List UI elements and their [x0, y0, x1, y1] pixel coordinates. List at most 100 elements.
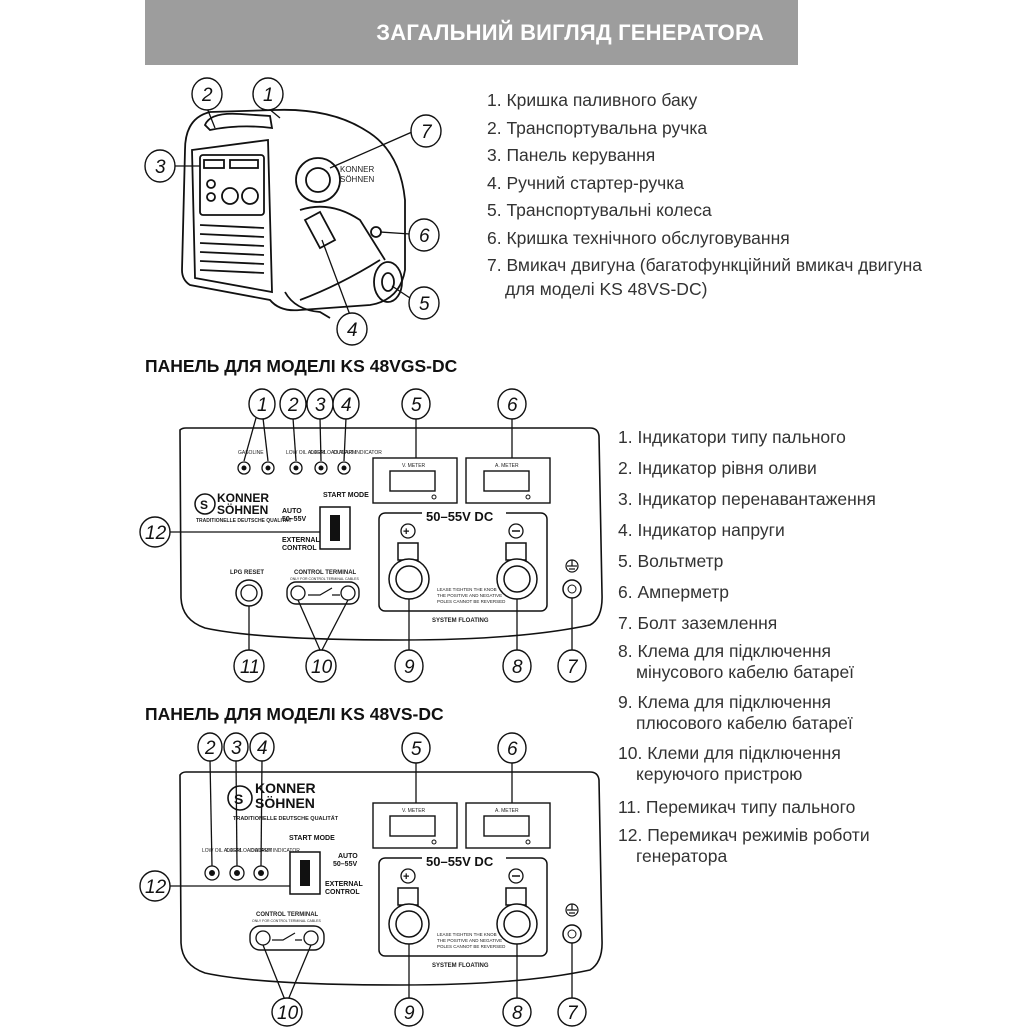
auto-label: AUTO	[338, 853, 358, 860]
dc-label: 50–55V DC	[426, 854, 494, 869]
svg-text:2: 2	[204, 738, 216, 759]
svg-text:2: 2	[201, 85, 213, 106]
panel-legend-list: 1. Індикатори типу пального 2. Індикатор…	[618, 422, 876, 874]
auto-v-label: 50–55V	[333, 861, 357, 868]
start-mode-label: START MODE	[323, 492, 369, 499]
list-item: 1. Індикатори типу пального	[618, 427, 846, 447]
generator-drawing: KONNER SÖHNEN	[181, 108, 406, 319]
control-terminal-sub: ONLY FOR CONTROL TERMINAL CABLES	[252, 919, 321, 923]
ground-icon	[565, 903, 579, 917]
control-terminal-label: CONTROL TERMINAL	[294, 570, 357, 576]
svg-text:6: 6	[507, 739, 518, 760]
banner-title: ЗАГАЛЬНИЙ ВИГЛЯД ГЕНЕРАТОРА	[376, 19, 764, 45]
brand-logo-icon	[227, 785, 253, 811]
ground-bolt[interactable]	[562, 924, 582, 944]
ammeter	[465, 457, 551, 504]
brand-mark: S	[200, 498, 208, 512]
auto-label: AUTO	[282, 508, 302, 515]
external-label: EXTERNAL	[325, 881, 363, 888]
switch-icon	[330, 515, 340, 541]
svg-text:5: 5	[411, 395, 422, 416]
switch-icon	[300, 860, 310, 886]
list-item-text: 10. Клеми для підключення	[618, 743, 841, 763]
plus-sign: +	[403, 526, 409, 538]
panel1-heading: ПАНЕЛЬ ДЛЯ МОДЕЛІ KS 48VGS-DC	[145, 356, 458, 376]
panel2-heading: ПАНЕЛЬ ДЛЯ МОДЕЛІ KS 48VS-DC	[145, 704, 444, 724]
overview-callouts: 2 1 3 7 6 5 4	[144, 77, 442, 346]
voltmeter	[372, 802, 458, 849]
svg-text:3: 3	[315, 395, 326, 416]
list-item: 5. Транспортувальні колеса	[487, 200, 712, 220]
svg-text:4: 4	[257, 738, 268, 759]
plus-sign: +	[403, 871, 409, 883]
indicator-label: OVERLOAD ALARM	[310, 450, 356, 456]
indicator-label: OVERLOAD ALARM	[226, 848, 272, 854]
svg-text:5: 5	[411, 739, 422, 760]
svg-text:9: 9	[404, 657, 415, 678]
lpg-reset-button[interactable]	[235, 579, 263, 607]
indicator-label: OUTPUT INDICATOR	[333, 450, 382, 456]
brand-name-2: SÖHNEN	[255, 795, 315, 811]
ground-icon	[565, 559, 579, 573]
panel1-callouts: 1 2 3 4 5 6 12 11 10 9 8 7	[139, 388, 587, 683]
control-terminal-sub: ONLY FOR CONTROL TERMINAL CABLES	[290, 577, 359, 581]
svg-text:8: 8	[512, 1003, 523, 1024]
warning-line-1: LEASE TIGHTEN THE KNOB	[437, 587, 497, 592]
brand-name-1: KONNER	[217, 491, 269, 505]
list-item-cont: плюсового кабелю батареї	[636, 713, 853, 733]
ammeter-label: A. METER	[495, 808, 519, 814]
svg-text:4: 4	[347, 320, 358, 341]
list-item-cont: генератора	[636, 846, 728, 866]
external-label: EXTERNAL	[282, 537, 320, 544]
list-item: 1. Кришка паливного баку	[487, 90, 698, 110]
warning-line-2: THE POSITIVE AND NEGATIVE	[437, 593, 502, 598]
svg-text:3: 3	[155, 157, 166, 178]
control-label: CONTROL	[282, 545, 317, 552]
svg-text:11: 11	[240, 657, 260, 678]
control-label: CONTROL	[325, 889, 360, 896]
warning-line-1: LEASE TIGHTEN THE KNOB	[437, 932, 497, 937]
list-item-text: 12. Перемикач режимів роботи	[618, 825, 870, 845]
warning-line-2: THE POSITIVE AND NEGATIVE	[437, 938, 502, 943]
list-item: 7. Вмикач двигуна (багатофункційний вмик…	[487, 252, 922, 301]
indicator-label: LOW OIL ALARM	[202, 848, 241, 854]
overview-list: 1. Кришка паливного баку 2. Транспортува…	[487, 87, 922, 301]
svg-text:3: 3	[231, 738, 242, 759]
plus-icon	[400, 523, 416, 539]
svg-text:1: 1	[257, 395, 268, 416]
warning-line-3: POLES CANNOT BE REVERSED	[437, 599, 506, 604]
svg-text:2: 2	[287, 395, 299, 416]
brand-name-1: KONNER	[255, 780, 316, 796]
list-item-cont: керуючого пристрою	[636, 764, 803, 784]
list-item-cont: мінусового кабелю батареї	[636, 662, 855, 682]
ground-bolt[interactable]	[562, 579, 582, 599]
svg-text:9: 9	[404, 1003, 415, 1024]
panel2-callouts: 2 3 4 5 6 12 10 9 8 7	[139, 732, 587, 1027]
svg-text:12: 12	[145, 877, 167, 898]
list-item: 4. Ручний стартер-ручка	[487, 172, 685, 193]
list-item: 4. Індикатор напруги	[618, 520, 785, 540]
list-item-cont: для моделі KS 48VS-DC)	[505, 278, 708, 299]
plus-icon	[400, 868, 416, 884]
brand-name-2: SÖHNEN	[217, 502, 268, 517]
list-item: 7. Болт заземлення	[618, 613, 778, 633]
brand-mark: S	[234, 791, 243, 807]
panel1-drawing: GASOLINE LOW OIL ALARM OVERLOAD ALARM OU…	[179, 427, 603, 641]
list-item: 11. Перемикач типу пального	[618, 797, 856, 817]
list-item: 3. Панель керування	[487, 145, 656, 165]
control-terminal-label: CONTROL TERMINAL	[256, 912, 319, 918]
svg-text:4: 4	[341, 395, 352, 416]
drawing-logo: SÖHNEN	[340, 175, 374, 184]
voltmeter-label: V. METER	[402, 463, 426, 469]
system-floating-label: SYSTEM FLOATING	[432, 618, 489, 624]
svg-text:6: 6	[419, 226, 430, 247]
svg-text:8: 8	[512, 657, 523, 678]
list-item: 2. Індикатор рівня оливи	[618, 458, 817, 478]
svg-text:12: 12	[145, 523, 167, 544]
svg-text:7: 7	[567, 657, 579, 678]
